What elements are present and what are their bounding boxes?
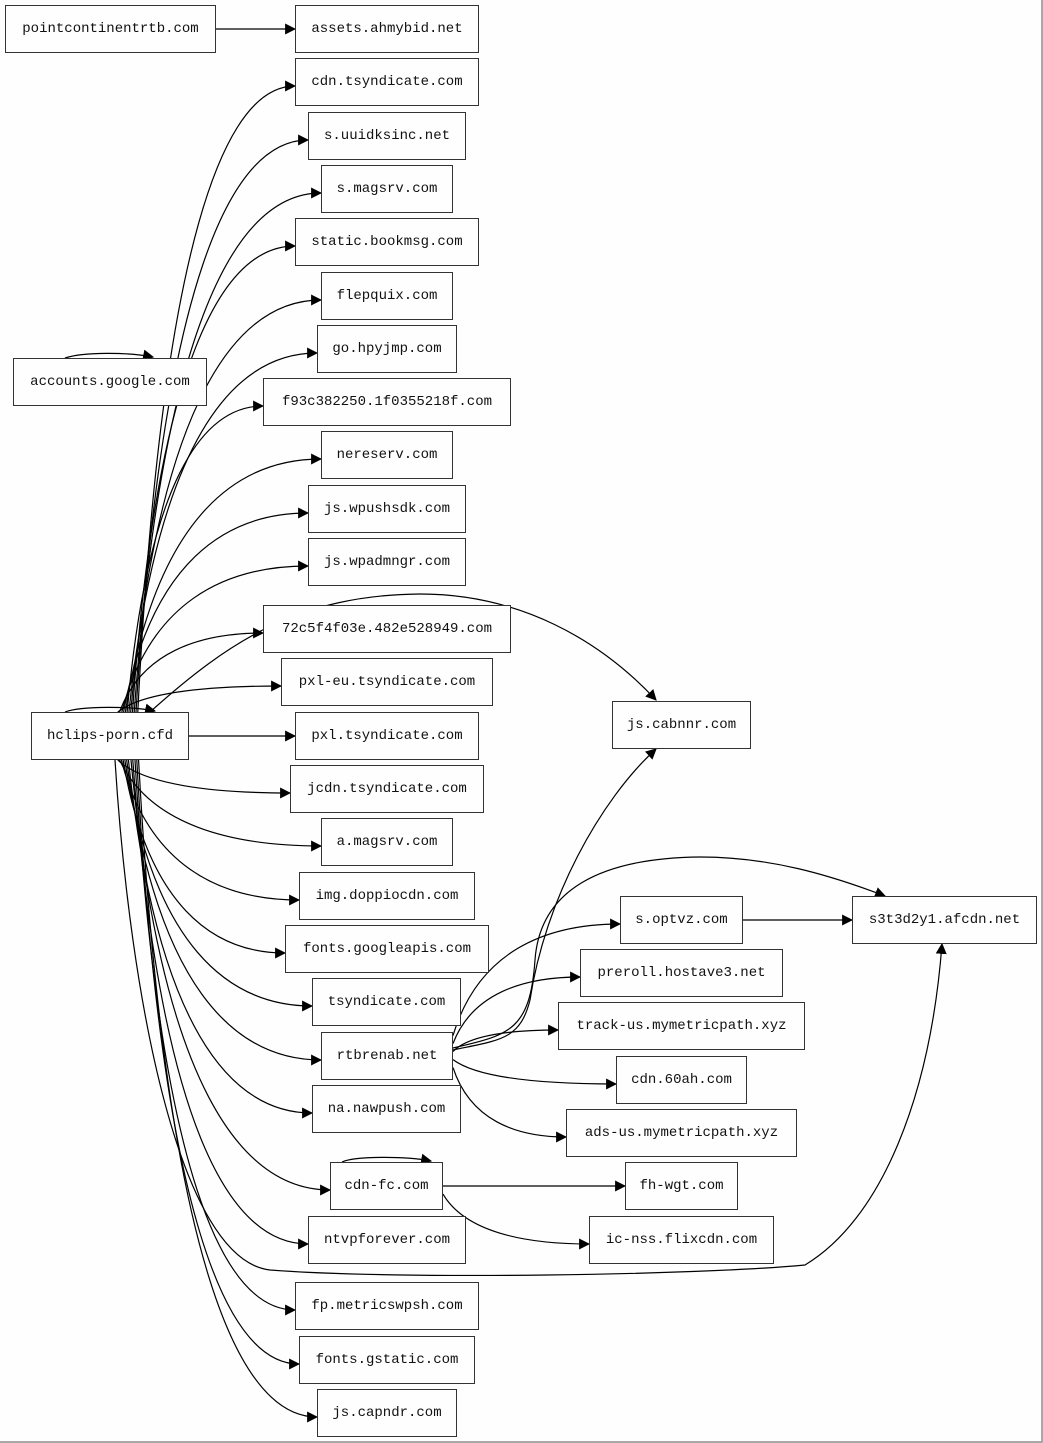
node-js-capndr[interactable]: js.capndr.com [317,1389,457,1437]
edge-hclips-to-js_wpadmngr [121,560,310,713]
edge-hclips-to-static_bookmsg [131,240,297,713]
edge-rtbrenab-to-cdn_60ah [452,1059,618,1090]
node-f93c382250[interactable]: f93c382250.1f0355218f.com [263,378,511,426]
edge-cdn_fc-to-ic_nss [442,1193,591,1250]
edge-rtbrenab-to-track_us [452,1024,560,1052]
node-preroll-hostave3[interactable]: preroll.hostave3.net [580,949,783,997]
edge-hclips-to-hclips [64,703,157,715]
node-pxl-tsyndicate[interactable]: pxl.tsyndicate.com [295,712,479,760]
node-go-hpyjmp[interactable]: go.hpyjmp.com [317,325,457,373]
edge-hclips-to-pxl_eu [117,680,283,713]
edge-hclips-to-js_cabnnr [149,593,657,713]
node-72c5f4f03e[interactable]: 72c5f4f03e.482e528949.com [263,605,511,653]
edge-hclips-to-js_capndr [137,759,319,1423]
node-jcdn-tsyndicate[interactable]: jcdn.tsyndicate.com [290,765,484,813]
node-s3t3d2y1-afcdn[interactable]: s3t3d2y1.afcdn.net [852,896,1037,944]
node-assets-ahmybid[interactable]: assets.ahmybid.net [295,5,479,53]
node-hclips-porn[interactable]: hclips-porn.cfd [31,712,189,760]
node-tsyndicate[interactable]: tsyndicate.com [312,978,461,1026]
node-img-doppiocdn[interactable]: img.doppiocdn.com [299,872,475,920]
node-accounts-google[interactable]: accounts.google.com [13,358,207,406]
edge-rtbrenab-to-s_optvz [452,918,622,1036]
node-cdn-fc[interactable]: cdn-fc.com [330,1162,443,1210]
node-s-uuidksinc[interactable]: s.uuidksinc.net [308,112,466,160]
node-js-wpushsdk[interactable]: js.wpushsdk.com [308,485,466,533]
node-fp-metricswpsh[interactable]: fp.metricswpsh.com [295,1282,479,1330]
node-ads-us-mymetricpath[interactable]: ads-us.mymetricpath.xyz [566,1109,797,1157]
edge-accounts_google-to-accounts_google [64,349,155,361]
edge-hclips-to-fonts_gstatic [136,759,301,1370]
node-cdn-tsyndicate[interactable]: cdn.tsyndicate.com [295,58,479,106]
edge-hclips-to-ntvpforever [132,759,310,1250]
edge-hclips-to-nereserv [124,453,323,713]
edge-rtbrenab-to-ads_us [452,1067,568,1143]
node-s-magsrv[interactable]: s.magsrv.com [321,165,453,213]
edge-cdn_fc-to-cdn_fc [341,1153,433,1165]
node-ic-nss-flixcdn[interactable]: ic-nss.flixcdn.com [589,1216,774,1264]
edge-hclips-to-s3t3d2y1 [114,759,947,1277]
edge-hclips-to-jcdn_tsyndicate [117,759,292,799]
node-pxl-eu-tsyndicate[interactable]: pxl-eu.tsyndicate.com [281,658,493,706]
node-fonts-gstatic[interactable]: fonts.gstatic.com [299,1336,475,1384]
node-static-bookmsg[interactable]: static.bookmsg.com [295,218,479,266]
node-js-cabnnr[interactable]: js.cabnnr.com [612,701,751,749]
edge-rtbrenab-to-js_cabnnr [452,748,657,1051]
node-flepquix[interactable]: flepquix.com [321,272,453,320]
node-fh-wgt[interactable]: fh-wgt.com [625,1162,738,1210]
edge-hclips-to-cdn_fc [130,759,332,1196]
node-nereserv[interactable]: nereserv.com [321,431,453,479]
node-js-wpadmngr[interactable]: js.wpadmngr.com [308,538,466,586]
edge-hclips-to-cdn_tsyndicate [137,80,297,713]
node-track-us-mymetricpath[interactable]: track-us.mymetricpath.xyz [558,1002,805,1050]
node-fonts-googleapis[interactable]: fonts.googleapis.com [285,925,489,973]
edge-hclips-to-f93c [126,400,265,713]
node-cdn-60ah[interactable]: cdn.60ah.com [616,1056,747,1104]
node-pointcontinentrtb[interactable]: pointcontinentrtb.com [5,5,216,53]
node-na-nawpush[interactable]: na.nawpush.com [312,1085,461,1133]
edge-rtbrenab-to-s3t3d2y1 [452,856,887,1049]
node-rtbrenab[interactable]: rtbrenab.net [321,1032,453,1080]
node-s-optvz[interactable]: s.optvz.com [620,896,743,944]
edge-hclips-to-go_hpyjmp [128,347,319,713]
edge-hclips-to-js_wpushsdk [122,507,310,713]
node-a-magsrv[interactable]: a.magsrv.com [321,818,453,866]
edge-rtbrenab-to-preroll [452,971,582,1044]
edge-hclips-to-img_doppiocdn [120,759,301,906]
edge-hclips-to-h72c5 [119,627,265,713]
node-ntvpforever[interactable]: ntvpforever.com [308,1216,466,1264]
